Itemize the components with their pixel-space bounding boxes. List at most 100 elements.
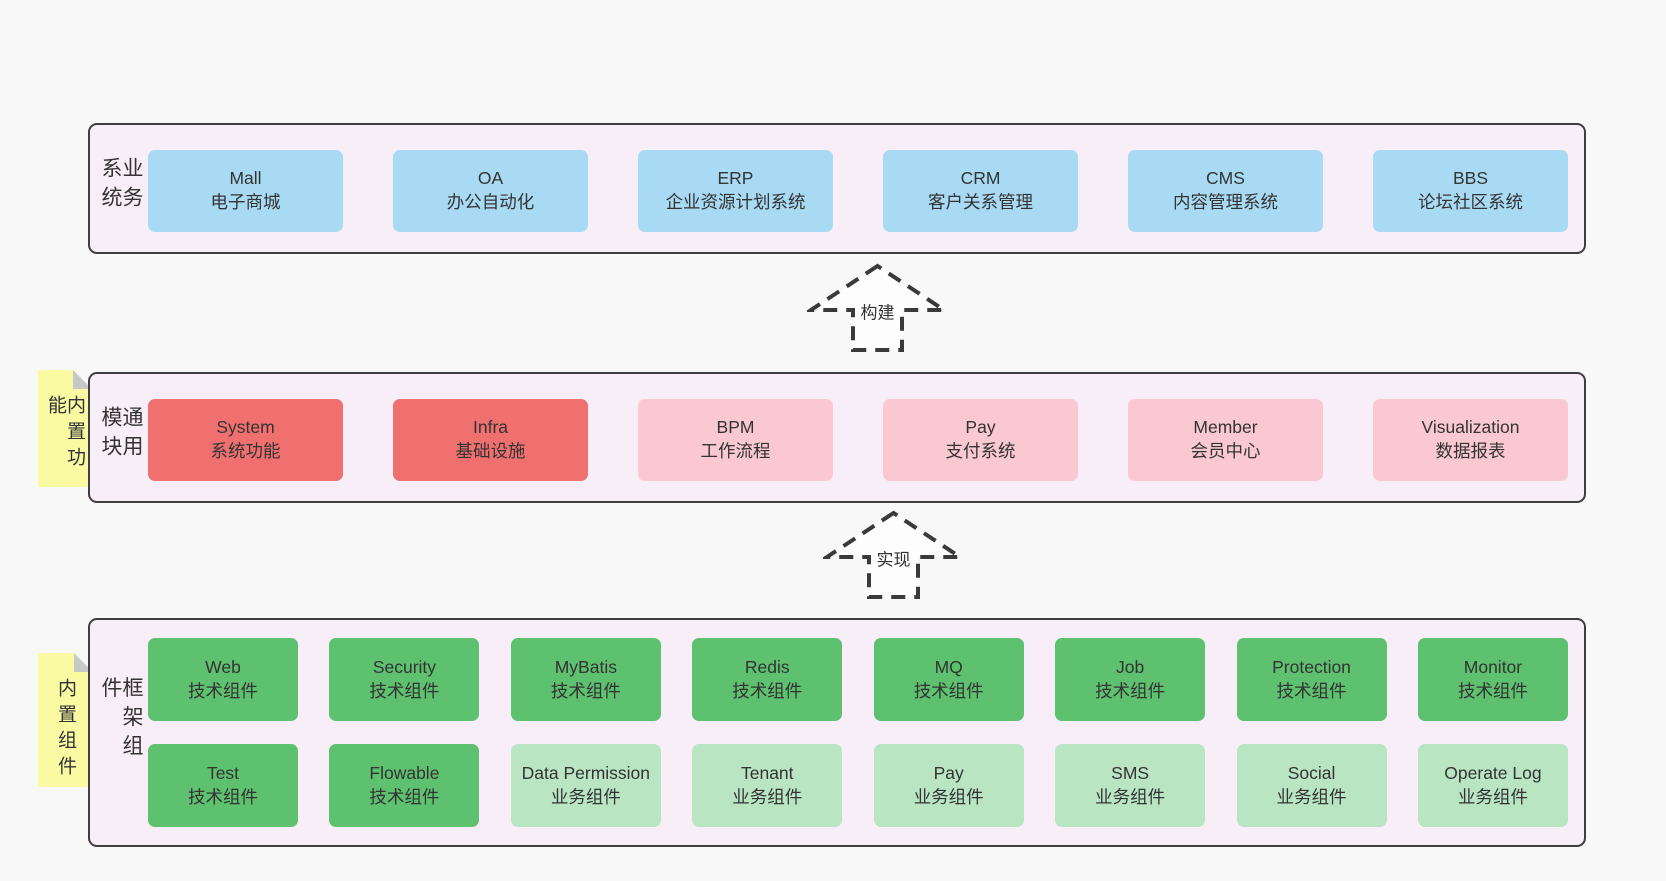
box-title: System <box>216 417 275 438</box>
box-title: Member <box>1193 417 1258 438</box>
component-box-pay: Pay 业务组件 <box>873 744 1024 827</box>
box-subtitle: 系统功能 <box>210 441 281 461</box>
box-title: OA <box>477 168 504 189</box>
box-subtitle: 业务组件 <box>1457 786 1528 807</box>
component-box-test: Test 技术组件 <box>148 744 298 827</box>
component-box-visualization: Visualization 数据报表 <box>1373 399 1568 481</box>
box-subtitle: 电子商城 <box>210 192 281 212</box>
component-box-redis: Redis 技术组件 <box>692 638 843 721</box>
component-box-tenant: Tenant 业务组件 <box>692 744 843 827</box>
layer-title: 业务系统 <box>99 156 143 215</box>
arrow-label: 构建 <box>857 296 898 326</box>
sticky-note-builtin-components: 内置组件 <box>38 653 93 787</box>
box-subtitle: 业务组件 <box>913 786 984 807</box>
box-title: Pay <box>965 417 996 438</box>
box-title: ERP <box>717 168 754 189</box>
box-subtitle: 技术组件 <box>369 786 440 807</box>
arrow-label: 实现 <box>873 543 914 573</box>
box-title: Data Permission <box>521 762 651 783</box>
box-title: Redis <box>744 656 790 677</box>
box-subtitle: 业务组件 <box>550 786 621 807</box>
box-title: SMS <box>1111 762 1150 783</box>
box-title: BPM <box>716 417 755 438</box>
box-subtitle: 工作流程 <box>700 441 771 461</box>
component-box-mq: MQ 技术组件 <box>873 638 1024 721</box>
box-subtitle: 基础设施 <box>455 441 526 461</box>
component-box-mall: Mall 电子商城 <box>148 150 343 232</box>
box-title: Security <box>372 656 437 677</box>
box-subtitle: 支付系统 <box>945 441 1016 461</box>
component-box-sms: SMS 业务组件 <box>1055 744 1206 827</box>
component-box-oa: OA 办公自动化 <box>393 150 588 232</box>
component-box-bpm: BPM 工作流程 <box>638 399 833 481</box>
box-row: Mall 电子商城 OA 办公自动化 ERP 企业资源计划系统 CRM 客户关系管理 CMS 内容… <box>148 150 1568 232</box>
component-box-flowable: Flowable 技术组件 <box>329 744 480 827</box>
box-title: MQ <box>934 656 963 677</box>
box-subtitle: 内容管理系统 <box>1173 192 1278 212</box>
box-title: Social <box>1287 762 1336 783</box>
box-title: Mall <box>229 168 262 189</box>
sticky-note-label: 内置组件 <box>55 678 76 782</box>
arrow-implement: 实现 <box>823 510 964 600</box>
box-subtitle: 技术组件 <box>913 680 984 701</box>
component-box-protection: Protection 技术组件 <box>1236 638 1387 721</box>
component-box-data-permission: Data Permission 业务组件 <box>510 744 661 827</box>
component-box-mybatis: MyBatis 技术组件 <box>510 638 661 721</box>
sticky-note-label: 内置功能 <box>45 395 85 473</box>
box-title: BBS <box>1452 168 1489 189</box>
layer-business-systems: 业务系统 Mall 电子商城 OA 办公自动化 ERP 企业资源计划系统 CRM 客户关系管理… <box>88 123 1586 254</box>
box-title: Operate Log <box>1444 762 1542 783</box>
component-box-job: Job 技术组件 <box>1055 638 1206 721</box>
box-subtitle: 办公自动化 <box>446 192 535 212</box>
box-subtitle: 技术组件 <box>1457 680 1528 701</box>
box-subtitle: 企业资源计划系统 <box>665 192 806 212</box>
box-subtitle: 技术组件 <box>188 786 258 807</box>
sticky-note-builtin-features: 内置功能 <box>38 370 92 487</box>
box-title: Visualization <box>1421 417 1520 438</box>
box-title: Job <box>1116 656 1145 677</box>
box-title: Web <box>205 656 241 677</box>
box-title: Flowable <box>369 762 440 783</box>
box-title: Tenant <box>740 762 794 783</box>
component-box-bbs: BBS 论坛社区系统 <box>1373 150 1568 232</box>
box-subtitle: 业务组件 <box>1095 786 1166 807</box>
box-title: Pay <box>933 762 964 783</box>
component-box-system: System 系统功能 <box>148 399 343 481</box>
component-box-member: Member 会员中心 <box>1128 399 1323 481</box>
box-subtitle: 技术组件 <box>550 680 621 701</box>
box-title: Protection <box>1272 656 1351 677</box>
box-subtitle: 数据报表 <box>1435 441 1506 461</box>
box-subtitle: 技术组件 <box>188 680 258 701</box>
box-subtitle: 业务组件 <box>1276 786 1347 807</box>
component-box-monitor: Monitor 技术组件 <box>1417 638 1568 721</box>
component-box-erp: ERP 企业资源计划系统 <box>638 150 833 232</box>
box-subtitle: 业务组件 <box>732 786 803 807</box>
component-box-infra: Infra 基础设施 <box>393 399 588 481</box>
box-title: MyBatis <box>554 656 617 677</box>
box-subtitle: 技术组件 <box>1095 680 1166 701</box>
box-title: CRM <box>960 168 1001 189</box>
box-subtitle: 技术组件 <box>732 680 803 701</box>
component-box-web: Web 技术组件 <box>148 638 298 721</box>
component-box-cms: CMS 内容管理系统 <box>1128 150 1323 232</box>
box-title: Monitor <box>1463 656 1523 677</box>
box-subtitle: 会员中心 <box>1190 441 1261 461</box>
box-row: System 系统功能 Infra 基础设施 BPM 工作流程 Pay 支付系统 Member 会… <box>148 399 1568 481</box>
layer-title: 框架组件 <box>99 676 143 764</box>
arrow-build: 构建 <box>807 263 948 353</box>
box-subtitle: 技术组件 <box>1276 680 1347 701</box>
box-title: Test <box>206 762 240 783</box>
box-subtitle: 论坛社区系统 <box>1418 192 1523 212</box>
box-subtitle: 客户关系管理 <box>928 192 1033 212</box>
component-box-operate-log: Operate Log 业务组件 <box>1417 744 1568 827</box>
box-title: Infra <box>472 417 509 438</box>
component-box-pay: Pay 支付系统 <box>883 399 1078 481</box>
component-box-crm: CRM 客户关系管理 <box>883 150 1078 232</box>
box-title: CMS <box>1206 168 1245 189</box>
